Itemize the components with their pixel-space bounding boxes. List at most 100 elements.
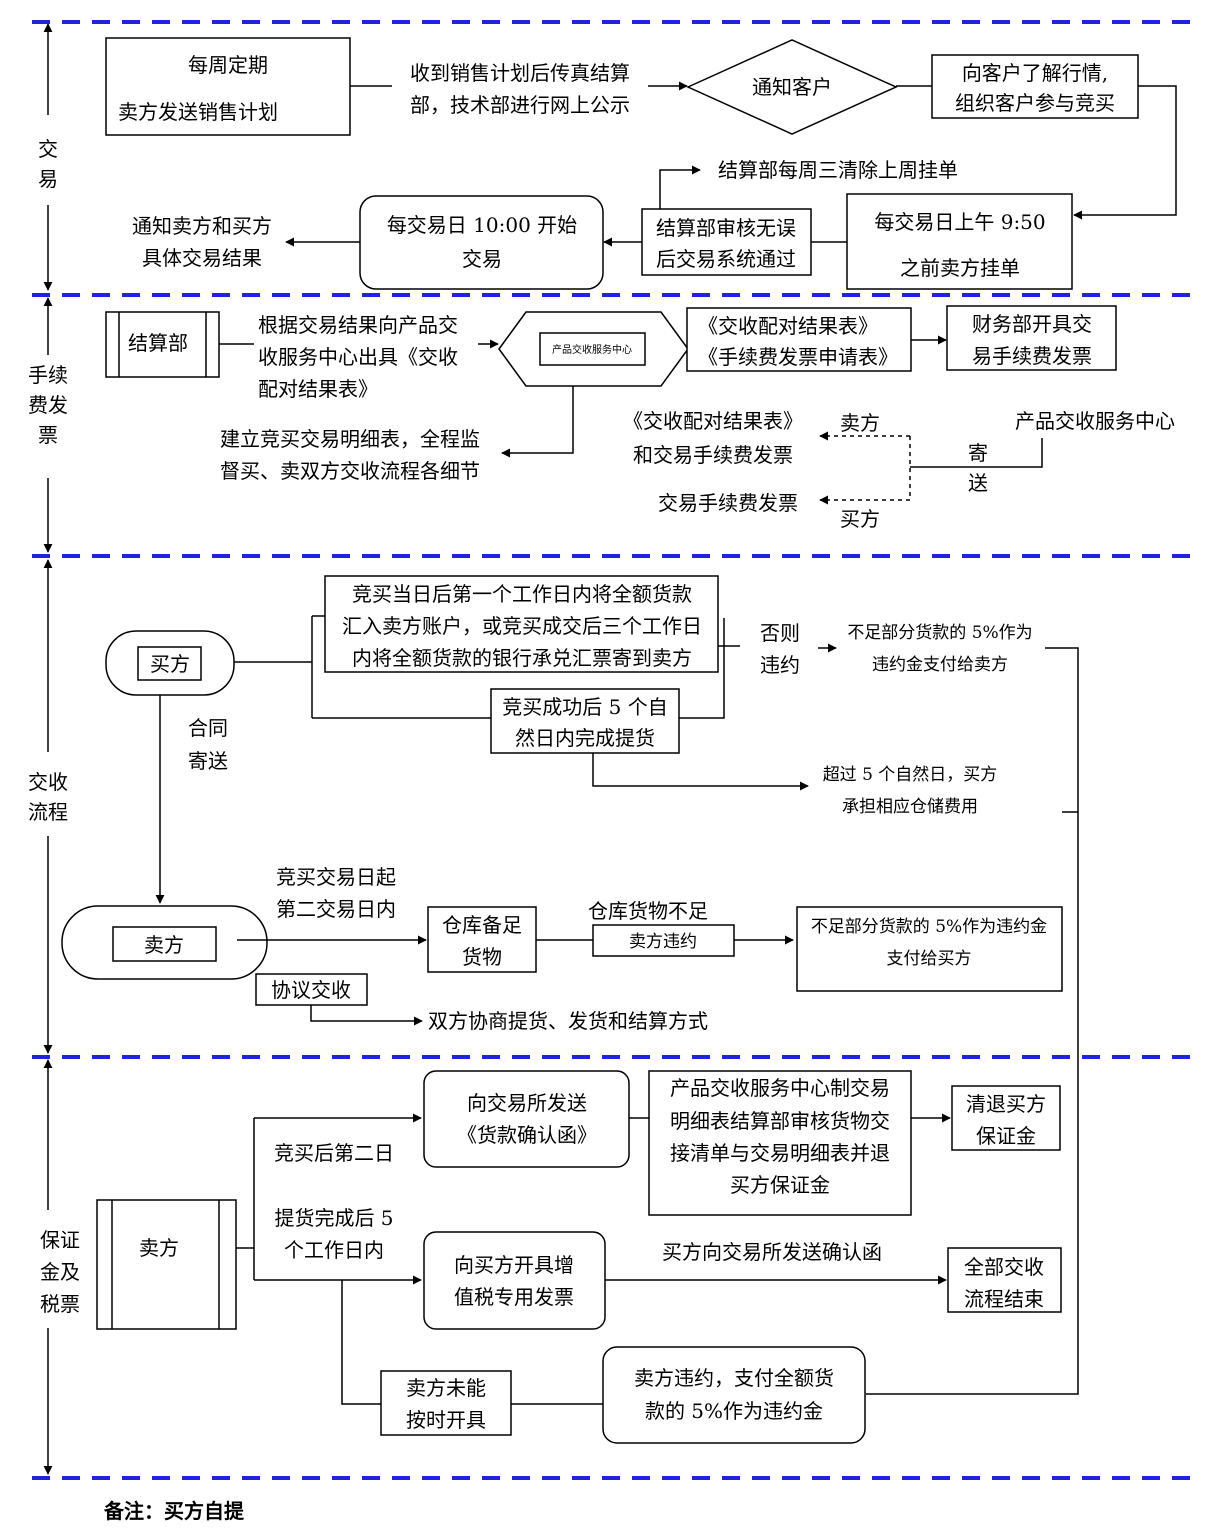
docs-box: 《交收配对结果表》 《手续费发票申请表》 [686, 307, 912, 372]
vat-invoice-box: 向买方开具增 值税专用发票 [423, 1231, 606, 1330]
svg-text:按时开具: 按时开具 [406, 1408, 486, 1432]
late-box: 卖方未能 按时开具 [380, 1370, 512, 1436]
finance-invoice-box: 财务部开具交 易手续费发票 [946, 305, 1117, 371]
svg-text:税票: 税票 [40, 1292, 80, 1316]
svg-text:和交易手续费发票: 和交易手续费发票 [633, 443, 793, 467]
section-label-delivery: 交收 流程 [28, 770, 68, 824]
svg-text:部，技术部进行网上公示: 部，技术部进行网上公示 [410, 93, 630, 117]
svg-text:不足部分货款的 5%作为违约金: 不足部分货款的 5%作为违约金 [811, 917, 1047, 937]
second-day-text: 竞买后第二日 [274, 1141, 394, 1165]
svg-text:向客户了解行情,: 向客户了解行情, [962, 61, 1108, 85]
understand-market-box: 向客户了解行情, 组织客户参与竞买 [931, 54, 1139, 119]
svg-text:提货完成后 5: 提货完成后 5 [274, 1206, 393, 1230]
issue-table-text: 根据交易结果向产品交 收服务中心出具《交收 配对结果表》 [258, 313, 458, 401]
svg-text:然日内完成提货: 然日内完成提货 [515, 726, 655, 750]
svg-text:违约: 违约 [760, 653, 800, 677]
fee-seller-label: 卖方 [840, 411, 880, 435]
svg-text:卖方未能: 卖方未能 [406, 1376, 486, 1400]
svg-text:交易: 交易 [462, 247, 502, 271]
svg-text:买方: 买方 [150, 652, 190, 676]
svg-text:之前卖方挂单: 之前卖方挂单 [900, 256, 1020, 280]
svg-text:寄: 寄 [968, 441, 988, 465]
otherwise-text: 否则 违约 [760, 621, 800, 677]
svg-text:手续: 手续 [28, 363, 68, 387]
right-connector [866, 647, 1079, 1395]
svg-text:竞买交易日起: 竞买交易日起 [276, 865, 396, 889]
finish-box: 全部交收 流程结束 [947, 1247, 1062, 1313]
from-day-text: 竞买交易日起 第二交易日内 [276, 865, 396, 921]
svg-text:卖方发送销售计划: 卖方发送销售计划 [118, 100, 278, 124]
svg-text:《交收配对结果表》: 《交收配对结果表》 [698, 314, 878, 338]
svg-text:违约金支付给卖方: 违约金支付给卖方 [872, 655, 1008, 675]
svg-text:竞买当日后第一个工作日内将全额货款: 竞买当日后第一个工作日内将全额货款 [352, 582, 692, 606]
svg-text:超过 5 个自然日，买方: 超过 5 个自然日，买方 [823, 765, 998, 785]
negotiate-text: 双方协商提货、发货和结算方式 [428, 1009, 708, 1033]
svg-text:明细表结算部审核货物交: 明细表结算部审核货物交 [670, 1109, 890, 1133]
svg-text:清退买方: 清退买方 [966, 1092, 1046, 1116]
svg-text:督买、卖双方交收流程各细节: 督买、卖双方交收流程各细节 [220, 459, 480, 483]
buyer-terminator: 买方 [105, 630, 235, 696]
center-label-text: 产品交收服务中心 [1015, 409, 1175, 433]
send-text: 寄 送 [968, 441, 988, 495]
svg-text:协议交收: 协议交收 [271, 978, 351, 1002]
svg-text:结算部审核无误: 结算部审核无误 [656, 216, 796, 240]
section-label-trade: 交 易 [38, 137, 58, 191]
overdue-text: 超过 5 个自然日，买方 承担相应仓储费用 [823, 765, 998, 817]
svg-text:合同: 合同 [188, 716, 228, 740]
svg-text:每交易日 10:00 开始: 每交易日 10:00 开始 [387, 213, 577, 237]
svg-text:卖方: 卖方 [139, 1236, 179, 1260]
svg-text:寄送: 寄送 [188, 749, 228, 773]
buyer-penalty-text: 不足部分货款的 5%作为 违约金支付给卖方 [847, 623, 1032, 675]
svg-text:向交易所发送: 向交易所发送 [467, 1091, 587, 1115]
svg-text:买方保证金: 买方保证金 [730, 1173, 830, 1197]
clear-orders-text: 结算部每周三清除上周挂单 [718, 158, 958, 182]
svg-text:产品交收服务中心制交易: 产品交收服务中心制交易 [670, 1076, 890, 1100]
svg-text:内将全额货款的银行承兑汇票寄到卖方: 内将全额货款的银行承兑汇票寄到卖方 [352, 646, 692, 670]
svg-text:第二交易日内: 第二交易日内 [276, 897, 396, 921]
svg-text:交: 交 [38, 137, 58, 161]
shortage-text: 仓库货物不足 [588, 899, 708, 923]
section-separators [32, 20, 1200, 1480]
payment-rule-box: 竞买当日后第一个工作日内将全额货款 汇入卖方账户，或竞买成交后三个工作日 内将全… [324, 575, 719, 673]
supervise-text: 建立竞买交易明细表，全程监 督买、卖双方交收流程各细节 [220, 427, 480, 483]
default-pay-box: 卖方违约，支付全额货 款的 5%作为违约金 [602, 1346, 866, 1444]
svg-text:金及: 金及 [40, 1260, 80, 1284]
seller-listing-box: 每交易日上午 9:50 之前卖方挂单 [846, 193, 1073, 290]
contract-send-text: 合同 寄送 [188, 716, 228, 773]
buyer-docs-text: 交易手续费发票 [658, 491, 798, 515]
svg-text:卖方: 卖方 [144, 933, 184, 957]
svg-text:汇入卖方账户，或竞买成交后三个工作日: 汇入卖方账户，或竞买成交后三个工作日 [342, 614, 702, 638]
svg-text:卖方违约: 卖方违约 [629, 932, 697, 952]
section-label-fee: 手续 费发 票 [28, 363, 68, 447]
svg-text:仓库备足: 仓库备足 [442, 913, 522, 937]
notify-result-text: 通知卖方和买方 具体交易结果 [132, 214, 272, 270]
svg-text:后交易系统通过: 后交易系统通过 [656, 247, 796, 271]
send-confirm-box: 向交易所发送 《货款确认函》 [423, 1070, 630, 1168]
svg-text:承担相应仓储费用: 承担相应仓储费用 [842, 797, 978, 817]
svg-text:送: 送 [968, 471, 988, 495]
svg-text:易: 易 [38, 167, 58, 191]
svg-text:结算部: 结算部 [128, 331, 188, 355]
svg-text:向买方开具增: 向买方开具增 [454, 1253, 574, 1277]
svg-text:配对结果表》: 配对结果表》 [258, 377, 378, 401]
svg-text:交收: 交收 [28, 770, 68, 794]
svg-text:卖方违约，支付全额货: 卖方违约，支付全额货 [634, 1366, 834, 1390]
receive-plan-text: 收到销售计划后传真结算 部，技术部进行网上公示 [410, 61, 630, 117]
svg-text:根据交易结果向产品交: 根据交易结果向产品交 [258, 313, 458, 337]
svg-text:值税专用发票: 值税专用发票 [454, 1285, 574, 1309]
svg-text:收服务中心出具《交收: 收服务中心出具《交收 [258, 345, 458, 369]
center-process-box: 产品交收服务中心制交易 明细表结算部审核货物交 接清单与交易明细表并退 买方保证… [648, 1070, 912, 1216]
deposit-seller-box: 卖方 [96, 1199, 237, 1330]
svg-text:竞买成功后 5 个自: 竞买成功后 5 个自 [502, 695, 667, 719]
svg-text:《手续费发票申请表》: 《手续费发票申请表》 [698, 345, 898, 369]
svg-text:货物: 货物 [462, 945, 502, 969]
fee-buyer-label: 买方 [840, 507, 880, 531]
section-label-deposit: 保证 金及 税票 [40, 1228, 80, 1316]
seller-penalty-box: 不足部分货款的 5%作为违约金 支付给买方 [796, 906, 1063, 992]
svg-text:每交易日上午 9:50: 每交易日上午 9:50 [874, 210, 1045, 234]
after-pickup-text: 提货完成后 5 个工作日内 [274, 1206, 393, 1262]
svg-text:保证金: 保证金 [976, 1124, 1036, 1148]
start-trade-box: 每交易日 10:00 开始 交易 [359, 195, 604, 290]
seller-docs-text: 《交收配对结果表》 和交易手续费发票 [623, 409, 803, 467]
